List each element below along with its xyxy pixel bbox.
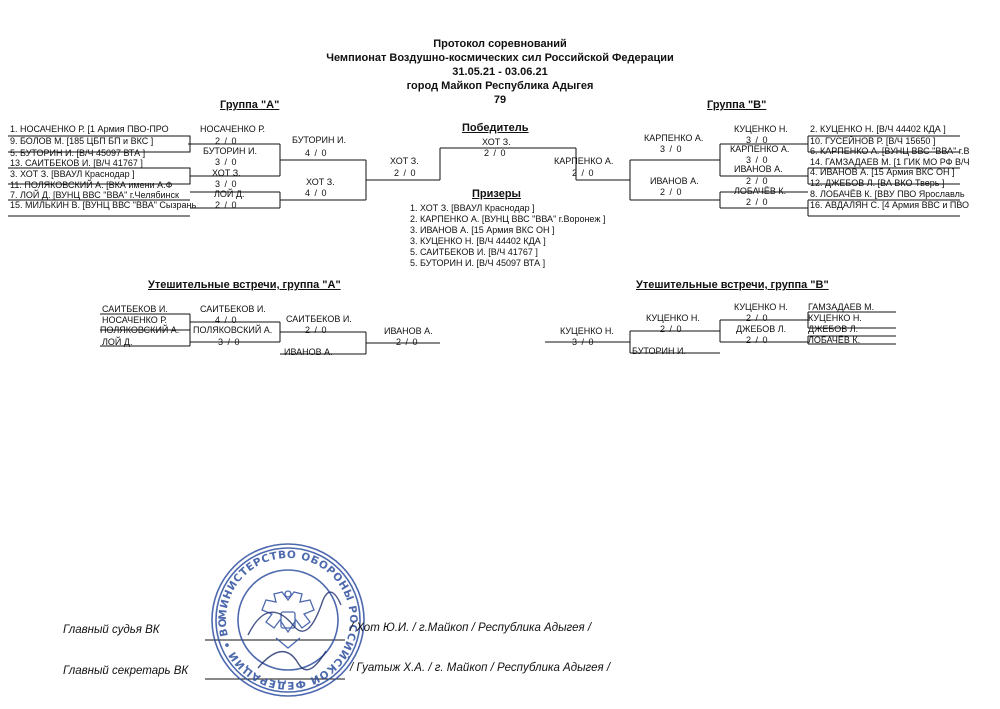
- b-r3-score: 2 / 0: [572, 168, 595, 178]
- cons-b-r3-winner: КУЦЕНКО Н.: [560, 326, 614, 336]
- entrant-b-3: 6. КАРПЕНКО А. [ВУНЦ ВВС "ВВА" г.В: [810, 146, 970, 156]
- entrant-b-8: 16. АВДАЛЯН С. [4 Армия ВВС и ПВО: [810, 200, 970, 210]
- prize-4: 3. КУЦЕНКО Н. [В/Ч 44402 КДА ]: [410, 236, 546, 246]
- cons-b-r1-winner-1: КУЦЕНКО Н.: [734, 302, 788, 312]
- cons-a-r3-winner: ИВАНОВ А.: [384, 326, 433, 336]
- b-r1-score-2: 3 / 0: [746, 155, 769, 165]
- b-r1-score-1: 3 / 0: [746, 135, 769, 145]
- cons-a-r3-score: 2 / 0: [396, 337, 419, 347]
- cons-b-entrant-2: КУЦЕНКО Н.: [808, 313, 862, 323]
- group-b-title: Группа "В": [707, 99, 767, 111]
- weight-category: 79: [493, 94, 507, 106]
- cons-b-bye: БУТОРИН И.: [632, 346, 686, 356]
- b-r1-score-4: 2 / 0: [746, 197, 769, 207]
- cons-a-r2-winner: САИТБЕКОВ И.: [286, 314, 352, 324]
- b-r1-winner-4: ЛОБАЧЁВ К.: [734, 186, 787, 196]
- prize-2: 2. КАРПЕНКО А. [ВУНЦ ВВС "ВВА" г.Воронеж…: [410, 214, 606, 224]
- entrant-b-1: 2. КУЦЕНКО Н. [В/Ч 44402 КДА ]: [810, 124, 946, 134]
- cons-a-r1-score-2: 3 / 0: [218, 337, 241, 347]
- entrant-a-3: 5. БУТОРИН И. [В/Ч 45097 ВТА ]: [10, 148, 146, 158]
- entrant-b-4: 14. ГАМЗАДАЕВ М. [1 ГИК МО РФ В/Ч: [810, 157, 970, 167]
- b-r1-score-3: 2 / 0: [746, 176, 769, 186]
- eagle-emblem-icon: [261, 590, 315, 649]
- chief-secretary-label: Главный секретарь ВК: [63, 665, 189, 677]
- a-r1-score-2: 3 / 0: [215, 157, 238, 167]
- cons-b-r1-score-1: 2 / 0: [746, 313, 769, 323]
- b-r1-winner-2: КАРПЕНКО А.: [730, 144, 790, 154]
- winner-name: ХОТ З.: [482, 137, 511, 147]
- b-r1-winner-1: КУЦЕНКО Н.: [734, 124, 788, 134]
- championship-title: Чемпионат Воздушно-космических сил Росси…: [326, 52, 674, 64]
- b-r2-score-2: 2 / 0: [660, 187, 683, 197]
- a-r1-winner-1: НОСАЧЕНКО Р.: [200, 124, 266, 134]
- location: город Майкоп Республика Адыгея: [406, 80, 594, 92]
- cons-a-r1-winner-1: САИТБЕКОВ И.: [200, 304, 266, 314]
- cons-b-entrant-1: ГАМЗАДАЕВ М.: [808, 302, 875, 312]
- chief-judge-label: Главный судья ВК: [63, 624, 160, 636]
- winner-title: Победитель: [462, 122, 529, 134]
- cons-a-r1-winner-2: ПОЛЯКОВСКИЙ А.: [193, 325, 273, 335]
- a-r2-winner-1: БУТОРИН И.: [292, 135, 346, 145]
- cons-a-entrant-4: ЛОЙ Д.: [102, 337, 133, 347]
- chief-secretary-value: / Гуатыж Х.А. / г. Майкоп / Республика А…: [350, 662, 611, 674]
- entrant-a-7: 7. ЛОЙ Д. [ВУНЦ ВВС "ВВА" г.Челябинск: [10, 190, 179, 200]
- cons-b-r3-score: 3 / 0: [572, 337, 595, 347]
- group-a-title: Группа "А": [220, 99, 280, 111]
- b-r3-winner: КАРПЕНКО А.: [554, 156, 614, 166]
- cons-b-r2-score: 2 / 0: [660, 324, 683, 334]
- a-r1-score-3: 3 / 0: [215, 179, 238, 189]
- entrant-b-2: 10. ГУСЕЙНОВ Р. [В/Ч 15650 ]: [810, 136, 936, 146]
- a-r3-winner: ХОТ З.: [390, 156, 419, 166]
- entrant-a-6: 11. ПОЛЯКОВСКИЙ А. [ВКА имени А.Ф: [10, 180, 173, 190]
- a-r2-score-1: 4 / 0: [305, 148, 328, 158]
- cons-a-entrant-1: САИТБЕКОВ И.: [102, 304, 168, 314]
- b-r2-winner-1: КАРПЕНКО А.: [644, 133, 704, 143]
- a-r1-score-4: 2 / 0: [215, 200, 238, 210]
- entrant-b-7: 8. ЛОБАЧЁВ К. [ВВУ ПВО Ярославль: [810, 189, 965, 199]
- cons-a-r1-score-1: 4 / 0: [215, 315, 238, 325]
- cons-b-r2-winner: КУЦЕНКО Н.: [646, 313, 700, 323]
- a-r3-score: 2 / 0: [394, 168, 417, 178]
- entrant-a-8: 15. МИЛЬКИН В. [ВУНЦ ВВС "ВВА" Сызрань: [10, 200, 197, 210]
- entrant-a-4: 13. САИТБЕКОВ И. [В/Ч 41767 ]: [10, 158, 143, 168]
- cons-a-r2-score: 2 / 0: [305, 325, 328, 335]
- a-r2-score-2: 4 / 0: [305, 188, 328, 198]
- a-r2-winner-2: ХОТ З.: [306, 177, 335, 187]
- a-r1-winner-4: ЛОЙ Д.: [214, 189, 245, 199]
- entrant-a-5: 3. ХОТ З. [ВВАУЛ Краснодар ]: [10, 169, 135, 179]
- prizes-title: Призеры: [472, 188, 521, 200]
- consolation-b-title: Утешительные встречи, группа "В": [636, 279, 829, 291]
- chief-judge-value: / Хот Ю.И. / г.Майкоп / Республика Адыге…: [350, 622, 592, 634]
- cons-a-bye: ИВАНОВ А.: [284, 347, 333, 357]
- protocol-title: Протокол соревнований: [433, 38, 567, 50]
- entrant-b-6: 12. ДЖЕБОВ Л. [ВА ВКО Тверь ]: [810, 178, 945, 188]
- a-r1-score-1: 2 / 0: [215, 136, 238, 146]
- dates: 31.05.21 - 03.06.21: [452, 66, 548, 78]
- cons-b-r1-score-2: 2 / 0: [746, 335, 769, 345]
- prize-1: 1. ХОТ З. [ВВАУЛ Краснодар ]: [410, 203, 535, 213]
- prize-6: 5. БУТОРИН И. [В/Ч 45097 ВТА ]: [410, 258, 546, 268]
- consolation-a-title: Утешительные встречи, группа "А": [148, 279, 341, 291]
- cons-b-r1-winner-2: ДЖЕБОВ Л.: [736, 324, 787, 334]
- official-stamp: МИНИСТЕРСТВО ОБОРОНЫ РОССИЙСКОЙ ФЕДЕРАЦИ…: [208, 540, 365, 697]
- cons-a-entrant-2: НОСАЧЕНКО Р.: [102, 315, 168, 325]
- a-r1-winner-3: ХОТ З.: [212, 168, 241, 178]
- a-r1-winner-2: БУТОРИН И.: [203, 146, 257, 156]
- entrant-a-2: 9. БОЛОВ М. [185 ЦБП БП и ВКС ]: [10, 136, 154, 146]
- entrant-b-5: 4. ИВАНОВ А. [15 Армия ВКС ОН ]: [810, 167, 955, 177]
- b-r2-score-1: 3 / 0: [660, 144, 683, 154]
- winner-score: 2 / 0: [484, 148, 507, 158]
- prize-3: 3. ИВАНОВ А. [15 Армия ВКС ОН ]: [410, 225, 555, 235]
- b-r2-winner-2: ИВАНОВ А.: [650, 176, 699, 186]
- cons-a-entrant-3: ПОЛЯКОВСКИЙ А.: [100, 325, 180, 335]
- entrant-a-1: 1. НОСАЧЕНКО Р. [1 Армия ПВО-ПРО: [10, 124, 169, 134]
- cons-b-entrant-3: ДЖЕБОВ Л.: [808, 324, 859, 334]
- prize-5: 5. САИТБЕКОВ И. [В/Ч 41767 ]: [410, 247, 538, 257]
- cons-b-entrant-4: ЛОБАЧЁВ К.: [808, 335, 861, 345]
- b-r1-winner-3: ИВАНОВ А.: [734, 164, 783, 174]
